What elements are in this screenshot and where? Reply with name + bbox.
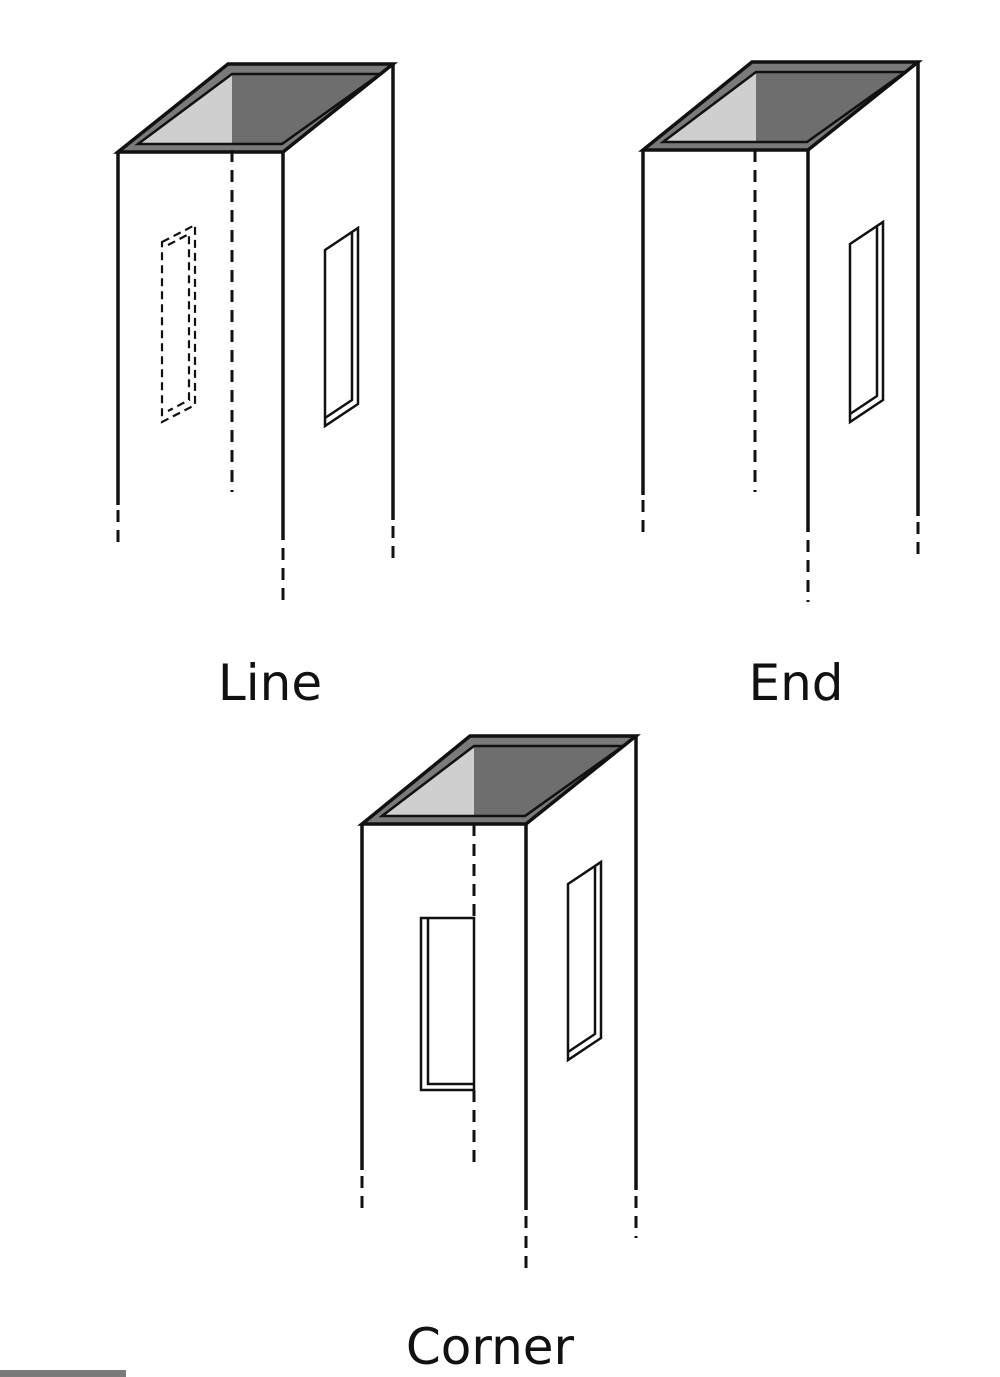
corner-post-opening-dark: [474, 746, 623, 816]
end-post-side-slot: [848, 219, 885, 425]
line-post-opening-dark: [232, 74, 380, 144]
corner-post-front-slot: [419, 916, 476, 1092]
label-corner: Corner: [406, 1318, 575, 1376]
corner-post-side-slot: [566, 859, 603, 1063]
end-post: [638, 60, 923, 602]
line-post-hidden-slot: [160, 223, 197, 424]
label-line: Line: [218, 654, 322, 712]
label-end: End: [748, 654, 843, 712]
corner-post: [357, 734, 641, 1276]
end-post-opening-dark: [756, 72, 905, 142]
line-post: [113, 62, 398, 606]
scroll-bar-fragment: [0, 1370, 126, 1377]
line-post-side-slot: [323, 225, 360, 429]
